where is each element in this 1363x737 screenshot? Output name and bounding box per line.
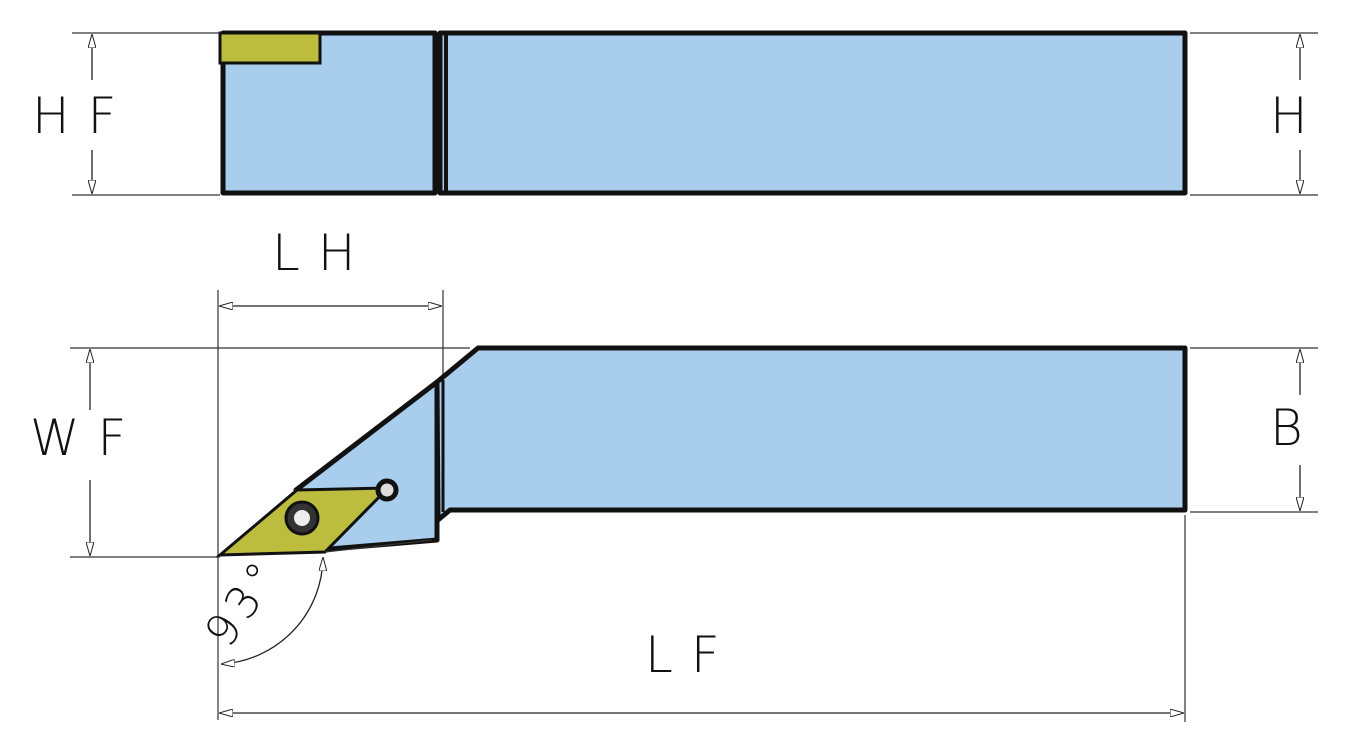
angle-dimension: 93°	[195, 539, 433, 664]
h-label: H	[1270, 87, 1326, 145]
b-dimension: B	[1190, 347, 1321, 513]
shank-plan	[434, 345, 1188, 523]
pin-hole	[375, 478, 399, 502]
wf-dimension: WF	[30, 350, 144, 555]
shank-top	[437, 30, 1188, 196]
h-dimension: H	[1190, 32, 1326, 196]
hf-dimension: HF	[32, 32, 220, 196]
lh-dimension: LH	[217, 224, 444, 720]
hf-label: HF	[32, 87, 134, 145]
lh-label: LH	[272, 224, 373, 282]
top-view	[218, 30, 1188, 196]
b-label: B	[1270, 399, 1321, 457]
wf-label: WF	[30, 409, 144, 467]
insert-top	[218, 31, 322, 65]
angle-label: 93°	[195, 548, 292, 656]
lf-label: LF	[645, 626, 738, 684]
plan-view	[70, 345, 1188, 558]
lf-dimension: LF	[220, 515, 1186, 722]
